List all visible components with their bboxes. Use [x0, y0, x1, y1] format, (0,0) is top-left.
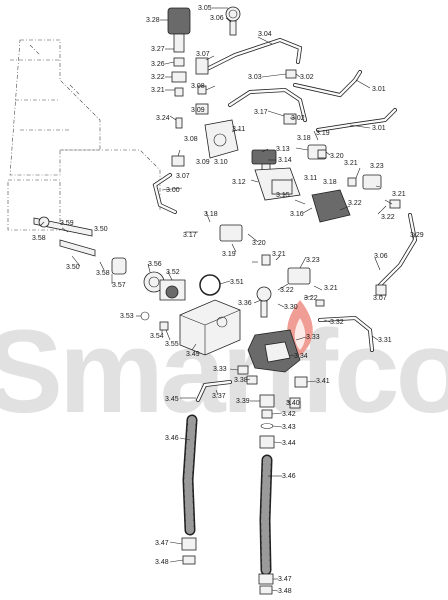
- callout-labels: 3.28 3.05 3.06 3.27 3.26 3.22 3.21 3.07 …: [32, 5, 424, 595]
- label-3-51: 3.51: [230, 279, 244, 286]
- label-3-44: 3.44: [282, 440, 296, 447]
- label-3-49: 3.49: [186, 351, 200, 358]
- label-3-15: 3.15: [276, 192, 290, 199]
- label-3-57: 3.57: [112, 282, 126, 289]
- label-3-22-c: 3.22: [381, 214, 395, 221]
- leader-lines: [39, 7, 416, 592]
- label-3-07: 3.07: [196, 51, 210, 58]
- label-3-33-b: 3.33: [213, 366, 227, 373]
- label-3-23: 3.23: [370, 163, 384, 170]
- label-3-29: 3.29: [410, 232, 424, 239]
- label-3-41: 3.41: [316, 378, 330, 385]
- label-3-22-d: 3.22: [280, 287, 294, 294]
- label-3-22: 3.22: [151, 74, 165, 81]
- label-3-48: 3.48: [155, 559, 169, 566]
- label-3-21-e: 3.21: [324, 285, 338, 292]
- frame-outline: [7, 39, 161, 231]
- label-3-20: 3.20: [330, 153, 344, 160]
- label-3-53: 3.53: [120, 313, 134, 320]
- label-3-08: 3.08: [191, 83, 205, 90]
- components: [33, 6, 401, 595]
- label-3-16: 3.16: [290, 211, 304, 218]
- label-3-03: 3.03: [248, 74, 262, 81]
- label-3-47: 3.47: [155, 540, 169, 547]
- label-3-33: 3.33: [306, 334, 320, 341]
- label-3-07-c: 3.07: [373, 295, 387, 302]
- label-3-11-b: 3.11: [304, 175, 317, 182]
- label-3-09: 3.09: [191, 107, 205, 114]
- label-3-22-b: 3.22: [348, 200, 362, 207]
- label-3-39: 3.39: [236, 398, 250, 405]
- label-3-47-b: 3.47: [278, 576, 292, 583]
- label-3-56: 3.56: [148, 261, 162, 268]
- label-3-31: 3.31: [378, 337, 392, 344]
- label-3-50: 3.50: [94, 226, 108, 233]
- label-3-37: 3.37: [212, 393, 226, 400]
- label-3-32: 3.32: [330, 319, 344, 326]
- label-3-42: 3.42: [282, 411, 296, 418]
- label-3-27: 3.27: [151, 46, 165, 53]
- label-3-01-b: 3.01: [372, 125, 386, 132]
- label-3-19: 3.19: [316, 130, 330, 137]
- label-3-21-c: 3.21: [392, 191, 406, 198]
- label-3-19-b: 3.19: [222, 251, 236, 258]
- label-3-40: 3.40: [286, 400, 300, 407]
- label-3-13: 3.13: [276, 146, 290, 153]
- label-3-08-b: 3.08: [184, 136, 198, 143]
- label-3-17: 3.17: [254, 109, 268, 116]
- label-3-46-b: 3.46: [282, 473, 296, 480]
- label-3-21: 3.21: [151, 87, 165, 94]
- label-3-07-b: 3.07: [176, 173, 190, 180]
- label-3-38: 3.38: [234, 377, 248, 384]
- label-3-11: 3.11: [232, 126, 245, 133]
- label-3-22-e: 3.22: [304, 295, 318, 302]
- label-3-18: 3.18: [297, 135, 311, 142]
- label-3-12: 3.12: [232, 179, 246, 186]
- label-3-46: 3.46: [165, 435, 179, 442]
- label-3-14: 3.14: [278, 157, 292, 164]
- tubing: [152, 37, 418, 402]
- label-3-26: 3.26: [151, 61, 165, 68]
- label-3-48-b: 3.48: [278, 588, 292, 595]
- label-3-55: 3.55: [165, 341, 179, 348]
- label-3-00: 3.00: [166, 187, 180, 194]
- label-3-34: 3.34: [294, 353, 308, 360]
- label-3-18-c: 3.18: [204, 211, 218, 218]
- label-3-05: 3.05: [198, 5, 212, 12]
- label-3-20-b: 3.20: [252, 240, 266, 247]
- label-3-50-b: 3.50: [66, 264, 80, 271]
- label-3-10: 3.10: [214, 159, 228, 166]
- label-3-36: 3.36: [238, 300, 252, 307]
- label-3-06-b: 3.06: [374, 253, 388, 260]
- label-3-45: 3.45: [165, 396, 179, 403]
- label-3-58: 3.58: [32, 235, 46, 242]
- label-3-59: 3.59: [60, 220, 74, 227]
- label-3-21-d: 3.21: [272, 251, 286, 258]
- label-3-30: 3.30: [284, 304, 298, 311]
- label-3-52: 3.52: [166, 269, 180, 276]
- label-3-24: 3.24: [156, 115, 170, 122]
- label-3-21-b: 3.21: [344, 160, 358, 167]
- label-3-18-b: 3.18: [323, 179, 337, 186]
- label-3-02: 3.02: [300, 74, 314, 81]
- label-3-01: 3.01: [372, 86, 386, 93]
- label-3-58-b: 3.58: [96, 270, 110, 277]
- label-3-09-b: 3.09: [196, 159, 210, 166]
- label-3-06: 3.06: [210, 15, 224, 22]
- label-3-54: 3.54: [150, 333, 164, 340]
- label-3-43: 3.43: [282, 424, 296, 431]
- label-3-23-b: 3.23: [306, 257, 320, 264]
- label-3-17-b: 3.17: [183, 232, 197, 239]
- label-3-28: 3.28: [146, 17, 160, 24]
- label-3-04: 3.04: [258, 31, 272, 38]
- label-3-02-b: 3.02: [291, 115, 305, 122]
